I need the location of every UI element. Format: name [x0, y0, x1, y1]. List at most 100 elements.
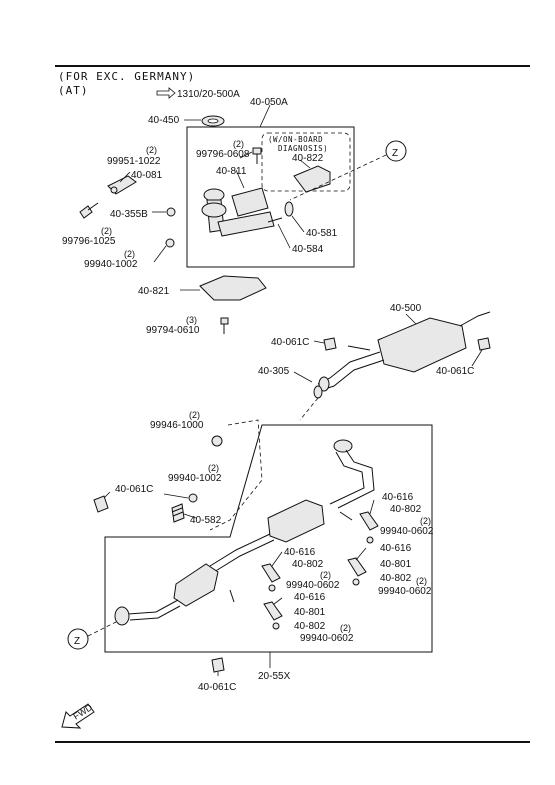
label-40-061C-b: 40-061C — [436, 366, 474, 377]
label-20-55X: 20-55X — [258, 671, 291, 682]
label-40-616-a: 40-616 — [382, 492, 414, 503]
zone-marker-lower: Z — [67, 628, 89, 650]
clamp-right-lower — [347, 557, 367, 586]
qty-99940-0602-d: (2) — [340, 623, 351, 633]
leader-40-582 — [183, 513, 197, 519]
svg-text:Z: Z — [392, 148, 398, 159]
reference-label: 1310/20-500A — [177, 89, 240, 100]
qty-99796-0608: (2) — [233, 139, 244, 149]
label-40-500: 40-500 — [390, 303, 422, 314]
label-99796-0608: 99796-0608 — [196, 149, 250, 160]
label-99794-0610: 99794-0610 — [146, 325, 200, 336]
clamp-lower — [263, 601, 283, 630]
label-40-821: 40-821 — [138, 286, 170, 297]
label-40-050A: 40-050A — [250, 97, 288, 108]
label-40-801-a: 40-801 — [380, 559, 412, 570]
link-silencer — [299, 397, 319, 421]
stud-40-584 — [267, 217, 283, 223]
zone-link-lower — [87, 621, 117, 637]
leader-40-061C-c — [103, 491, 111, 499]
label-40-355B: 40-355B — [110, 209, 148, 220]
label-40-061C-c: 40-061C — [115, 484, 153, 495]
label-40-802-d: 40-802 — [294, 621, 326, 632]
leader-40-616-c — [355, 547, 367, 561]
label-99940-0602-d: 99940-0602 — [300, 633, 354, 644]
qty-99940-0602-a: (2) — [420, 516, 431, 526]
nut-99946-1000 — [211, 435, 223, 447]
leader-40-616-b — [271, 551, 283, 567]
front-pipe-assembly-frame — [186, 126, 355, 268]
center-pipe-assembly — [114, 439, 375, 626]
gasket-40-581 — [284, 201, 294, 217]
label-40-582: 40-582 — [190, 515, 222, 526]
nut-40-355B — [166, 207, 176, 217]
reference-arrow-icon — [156, 87, 176, 99]
label-40-802-c: 40-802 — [380, 573, 412, 584]
zone-link-upper — [289, 154, 387, 201]
qty-99946-1000: (2) — [189, 410, 200, 420]
leader-40-500 — [405, 313, 417, 325]
svg-text:Z: Z — [74, 636, 80, 647]
leader-40-616-d — [273, 597, 283, 605]
rubber-hanger-40-061C-c — [93, 495, 109, 513]
bolt-99794-0610 — [220, 317, 229, 334]
leader-40-061C-a — [313, 340, 325, 344]
part-labels: 40-050A 40-450 (2) 99796-0608 40-822 (2)… — [62, 97, 474, 693]
leader-99940-1002-lower — [163, 493, 189, 499]
label-40-616-b: 40-616 — [284, 547, 316, 558]
gasket-40-450 — [201, 115, 225, 127]
qty-99951-1022: (2) — [146, 145, 157, 155]
label-40-802-b: 40-802 — [292, 559, 324, 570]
leader-40-081 — [119, 171, 131, 183]
leader-99940-1002-upper — [153, 245, 167, 263]
label-40-305: 40-305 — [258, 366, 290, 377]
label-99940-1002-upper: 99940-1002 — [84, 259, 138, 270]
bracket-40-081 — [107, 175, 137, 195]
label-99940-0602-c: 99940-0602 — [378, 586, 432, 597]
bolt-99796-0608 — [252, 147, 262, 164]
spring-40-582 — [171, 503, 185, 523]
gasket-40-305 — [313, 376, 330, 399]
obd-note-line2: DIAGNOSIS) — [278, 144, 328, 153]
qty-99940-1002-upper: (2) — [124, 249, 135, 259]
heat-insulator-40-821 — [199, 275, 267, 301]
rubber-hanger-40-061C-a — [323, 337, 337, 351]
label-40-450: 40-450 — [148, 115, 180, 126]
zone-marker-upper: Z — [385, 140, 407, 162]
nut-99940-1002-lower — [188, 493, 198, 503]
label-40-811: 40-811 — [216, 166, 247, 177]
header-line2: (AT) — [58, 84, 89, 97]
label-99951-1022: 99951-1022 — [107, 156, 161, 167]
label-40-061C-d: 40-061C — [198, 682, 236, 693]
header-line1: (FOR EXC. GERMANY) — [58, 70, 195, 83]
front-pipe-40-050A — [201, 187, 275, 237]
label-40-616-c: 40-616 — [380, 543, 412, 554]
label-99946-1000: 99946-1000 — [150, 420, 204, 431]
label-99940-1002-lower: 99940-1002 — [168, 473, 222, 484]
qty-99796-1025: (2) — [101, 226, 112, 236]
leader-40-822 — [299, 159, 311, 169]
label-99940-0602-a: 99940-0602 — [380, 526, 434, 537]
nut-99940-1002-upper — [165, 238, 175, 248]
rubber-hanger-40-061C-b — [477, 337, 491, 351]
label-40-802-a: 40-802 — [390, 504, 422, 515]
obd-note-line1: (W/ON-BOARD — [268, 135, 323, 144]
qty-99940-1002-lower: (2) — [208, 463, 219, 473]
label-40-081: 40-081 — [131, 170, 163, 181]
label-40-584: 40-584 — [292, 244, 324, 255]
leader-40-305 — [293, 371, 313, 383]
leader-99796-0608 — [239, 151, 253, 159]
clamp-right-upper — [359, 511, 379, 544]
label-40-801-b: 40-801 — [294, 607, 326, 618]
qty-99940-0602-b: (2) — [320, 570, 331, 580]
qty-99794-0610: (3) — [186, 315, 197, 325]
leader-40-581 — [291, 215, 305, 233]
label-40-061C-a: 40-061C — [271, 337, 309, 348]
label-99940-0602-b: 99940-0602 — [286, 580, 340, 591]
leader-40-616-a — [369, 499, 375, 515]
label-40-822: 40-822 — [292, 153, 324, 164]
center-pipe-assembly-frame — [104, 424, 433, 653]
leader-40-061C-b — [471, 349, 483, 367]
forward-direction-icon: FWD — [61, 702, 95, 729]
